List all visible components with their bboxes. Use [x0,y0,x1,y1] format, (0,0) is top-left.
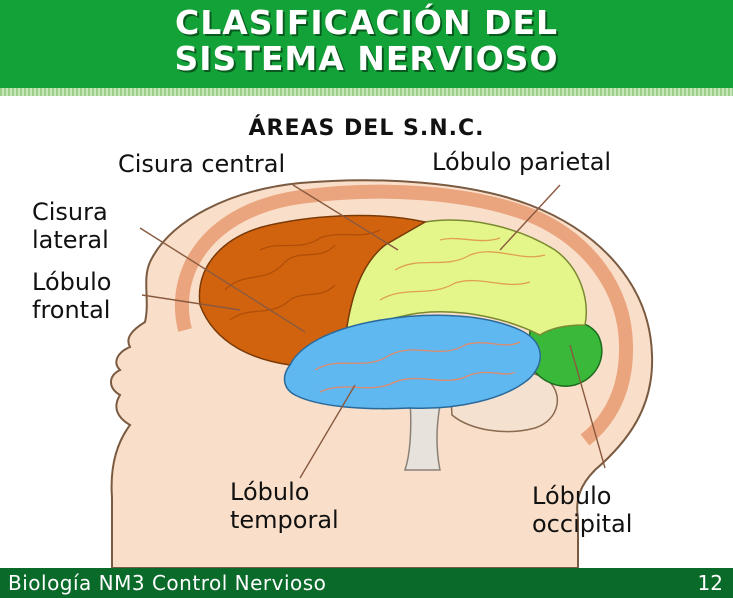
footer-bar: Biología NM3 Control Nervioso 12 [0,568,733,598]
label-lobulo-temporal-line-2: temporal [230,506,339,534]
footer-course-label: Biología NM3 Control Nervioso [8,571,327,595]
frontal-lobe [198,214,428,366]
skull-outline [174,184,634,446]
label-lobulo-temporal-line-1: Lóbulo [230,478,310,506]
label-pointer-lines [139,184,606,479]
header-banner [0,0,733,88]
label-lobulo-parietal: Lóbulo parietal [432,148,612,176]
diagram-subtitle: ÁREAS DEL S.N.C. [248,116,485,141]
brainstem [403,399,441,471]
brain-diagram [110,179,654,568]
label-lobulo-frontal-line-2: frontal [32,296,111,324]
label-lobulo-occipital-line-2: occipital [532,510,633,538]
temporal-gyri [314,341,521,393]
page-title-line-1: CLASIFICACIÓN DEL [174,3,559,42]
temporal-lobe [283,314,541,410]
label-cisura-lateral-line-1: Cisura [32,198,108,226]
page-number: 12 [697,571,723,595]
label-lobulo-frontal-line-1: Lóbulo [32,268,112,296]
label-cisura-central: Cisura central [118,150,286,178]
page-title-line-2: SISTEMA NERVIOSO [174,39,559,78]
label-cisura-lateral-line-2: lateral [32,226,109,254]
label-lobulo-occipital-line-1: Lóbulo [532,482,612,510]
frontal-gyri [224,229,381,321]
parietal-gyri [379,237,546,301]
header-divider [0,88,733,96]
